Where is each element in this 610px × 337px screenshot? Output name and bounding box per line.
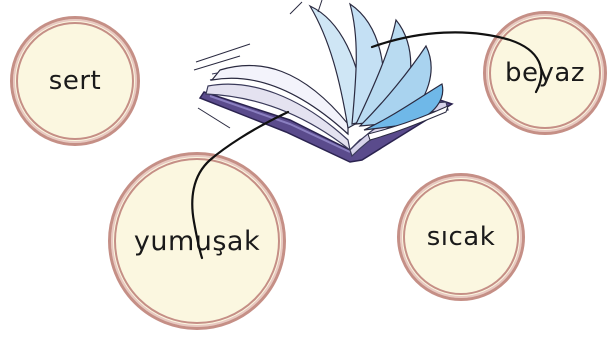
word-label-sicak: sıcak	[426, 222, 496, 252]
word-label-beyaz: beyaz	[505, 58, 585, 88]
word-circle-sert[interactable]: sert	[10, 16, 140, 146]
word-circle-sicak[interactable]: sıcak	[397, 173, 525, 301]
open-book-icon	[193, 0, 454, 163]
word-circle-yumusak[interactable]: yumuşak	[108, 152, 286, 330]
word-circle-beyaz[interactable]: beyaz	[483, 11, 607, 135]
word-label-yumusak: yumuşak	[133, 225, 261, 257]
word-label-sert: sert	[48, 66, 102, 96]
